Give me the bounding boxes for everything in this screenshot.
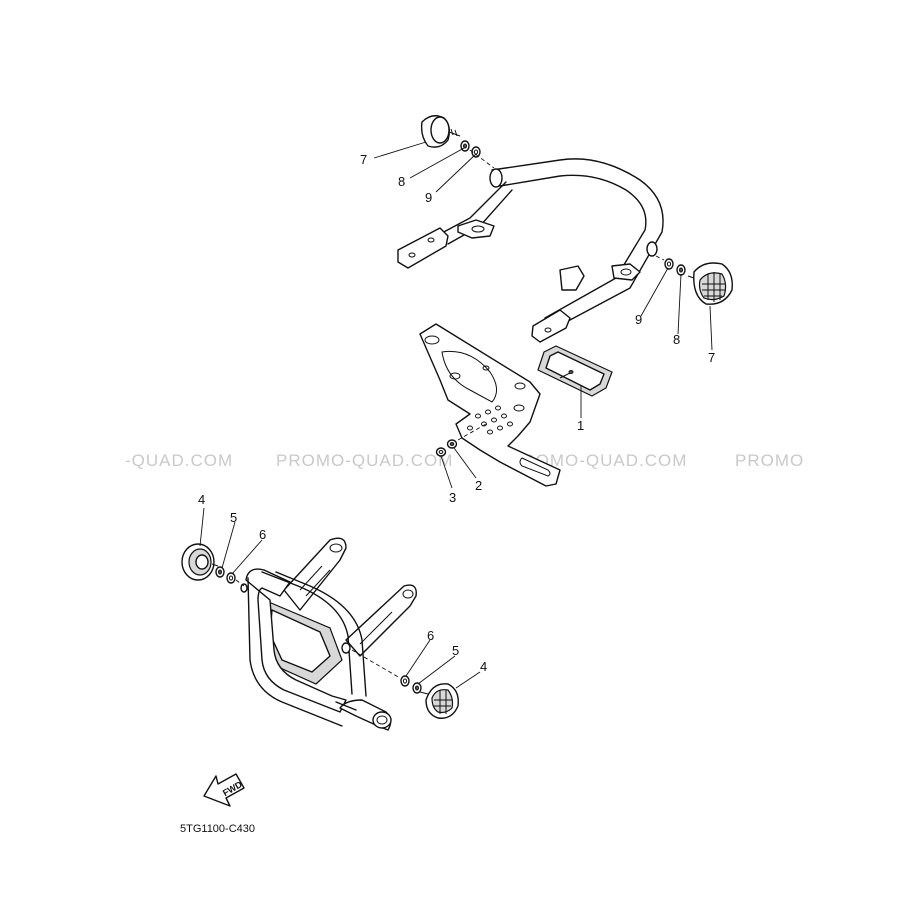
callout-8: 8 bbox=[673, 332, 680, 347]
callout-1: 1 bbox=[577, 418, 584, 433]
watermark-text: -QUAD.COM bbox=[125, 451, 233, 470]
nut-washer-lower-left bbox=[215, 566, 236, 584]
callout-7: 7 bbox=[708, 350, 715, 365]
callout-4: 4 bbox=[198, 492, 205, 507]
callout-8: 8 bbox=[398, 174, 405, 189]
assembly-line bbox=[351, 649, 401, 679]
diagram-code: 5TG1100-C430 bbox=[180, 823, 255, 835]
assembly-line bbox=[469, 149, 495, 169]
watermark-row: -QUAD.COM PROMO-QUAD.COM PROMO-QUAD.COM … bbox=[125, 451, 804, 470]
reflector-upper-right bbox=[687, 262, 733, 305]
callout-4: 4 bbox=[480, 659, 487, 674]
nut-washer-upper-right bbox=[664, 258, 686, 276]
nut-washer-upper-left bbox=[460, 140, 481, 158]
callout-9: 9 bbox=[635, 312, 642, 327]
callout-3: 3 bbox=[449, 490, 456, 505]
callout-6: 6 bbox=[427, 628, 434, 643]
watermark-text: PROMO-QUAD.COM bbox=[510, 451, 687, 470]
assembly-line bbox=[235, 579, 245, 587]
leader-lines bbox=[199, 141, 713, 689]
assembly-line bbox=[655, 255, 665, 261]
callout-7: 7 bbox=[360, 152, 367, 167]
license-plate-bracket bbox=[419, 323, 561, 487]
rear-grab-bar bbox=[397, 158, 664, 343]
watermark-text: PROMO bbox=[735, 451, 804, 470]
forward-arrow-icon: FWD bbox=[203, 773, 245, 807]
reflector-lower-right bbox=[419, 683, 459, 719]
callout-6: 6 bbox=[259, 527, 266, 542]
callout-9: 9 bbox=[425, 190, 432, 205]
nut-washer-bracket bbox=[435, 439, 458, 457]
callout-2: 2 bbox=[475, 478, 482, 493]
callout-labels: 7 8 9 9 8 7 1 2 3 4 5 6 6 5 4 bbox=[198, 152, 715, 674]
assembly-line bbox=[457, 423, 487, 441]
callout-5: 5 bbox=[452, 643, 459, 658]
reflector-lower-left bbox=[181, 543, 219, 581]
reflector-upper-left bbox=[420, 115, 461, 148]
nut-washer-lower-right bbox=[400, 675, 422, 694]
watermark-text: PROMO-QUAD.COM bbox=[276, 451, 453, 470]
callout-5: 5 bbox=[230, 510, 237, 525]
front-guard bbox=[240, 537, 417, 731]
license-light bbox=[537, 345, 613, 397]
